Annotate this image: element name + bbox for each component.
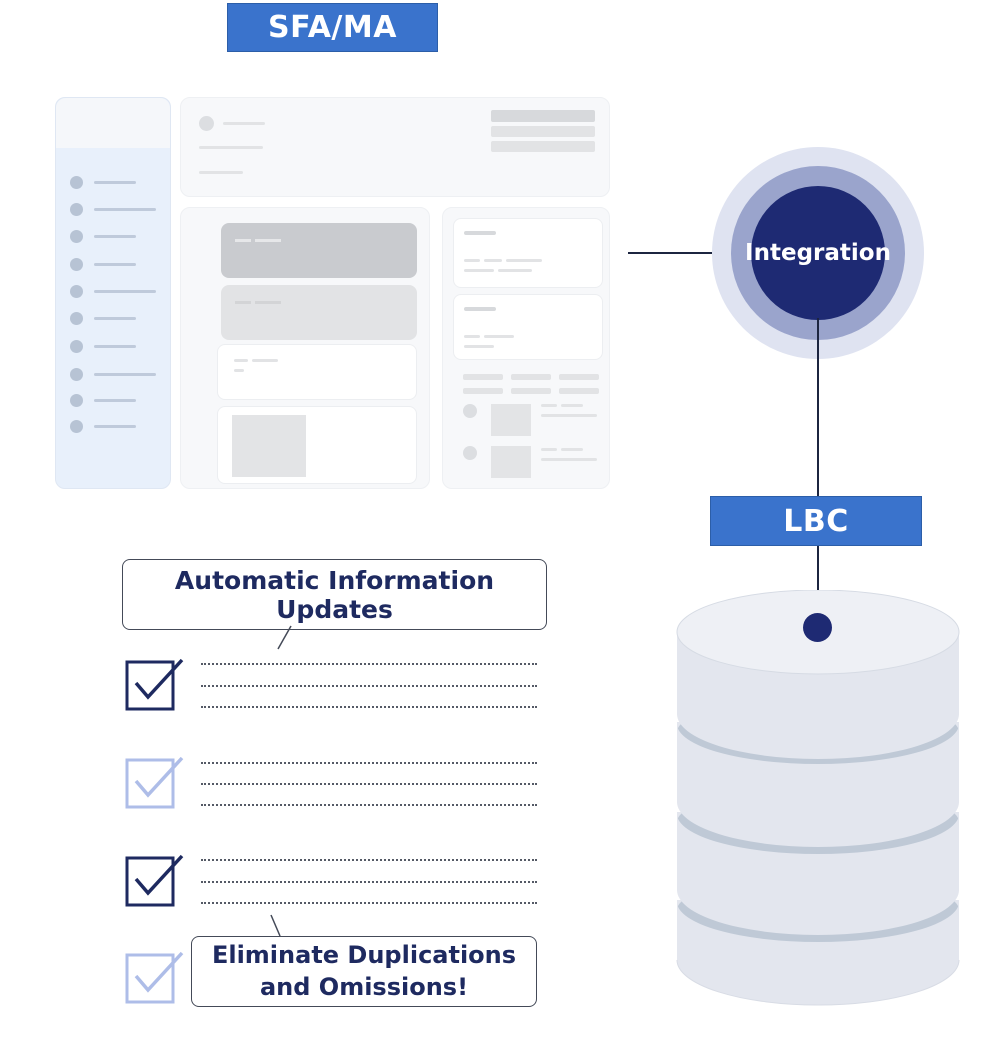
database-connection-dot (803, 613, 832, 642)
checkbox-icon (125, 756, 184, 809)
checklist-line (201, 804, 537, 806)
checkbox-icon (125, 854, 184, 907)
connector-integration-lbc (817, 318, 819, 498)
checklist-line (201, 663, 537, 665)
connector-lbc-database (817, 546, 819, 626)
mockup-sidebar (55, 97, 171, 489)
checklist-line (201, 762, 537, 764)
mockup-sidebar-item (70, 420, 160, 434)
checklist-line (201, 706, 537, 708)
callout-eliminate-line2: and Omissions! (259, 972, 469, 1001)
connector-mockup-integration (628, 252, 752, 254)
integration-label: Integration (745, 240, 891, 266)
integration-node: Integration (745, 186, 891, 320)
mockup-middle-card (180, 207, 430, 489)
mockup-sidebar-item (70, 394, 160, 408)
checklist-line (201, 902, 537, 904)
database-icon (676, 590, 960, 1006)
mockup-sidebar-item (70, 176, 160, 190)
mockup-sidebar-item (70, 258, 160, 272)
checklist-line (201, 685, 537, 687)
callout-eliminate-duplications: Eliminate Duplications and Omissions! (191, 936, 537, 1007)
checklist-line (201, 881, 537, 883)
callout-pointer-top (277, 625, 292, 650)
callout-automatic-updates: Automatic Information Updates (122, 559, 547, 630)
mockup-sidebar-item (70, 312, 160, 326)
mockup-sidebar-item (70, 230, 160, 244)
mockup-sidebar-item (70, 203, 160, 217)
checkbox-icon (125, 658, 184, 711)
mockup-right-card (442, 207, 610, 489)
mockup-sidebar-item (70, 368, 160, 382)
mockup-sidebar-item (70, 340, 160, 354)
callout-automatic-updates-text: Automatic Information Updates (174, 565, 495, 624)
checkbox-icon (125, 951, 184, 1004)
mockup-sidebar-item (70, 285, 160, 299)
checklist-line (201, 859, 537, 861)
callout-eliminate-line1: Eliminate Duplications (211, 941, 517, 970)
mockup-header-card (180, 97, 610, 197)
lbc-label: LBC (710, 496, 922, 546)
sfa-ma-label: SFA/MA (227, 3, 438, 52)
checklist-line (201, 783, 537, 785)
mockup-sidebar-header (56, 98, 170, 148)
callout-pointer-bottom (270, 914, 281, 937)
